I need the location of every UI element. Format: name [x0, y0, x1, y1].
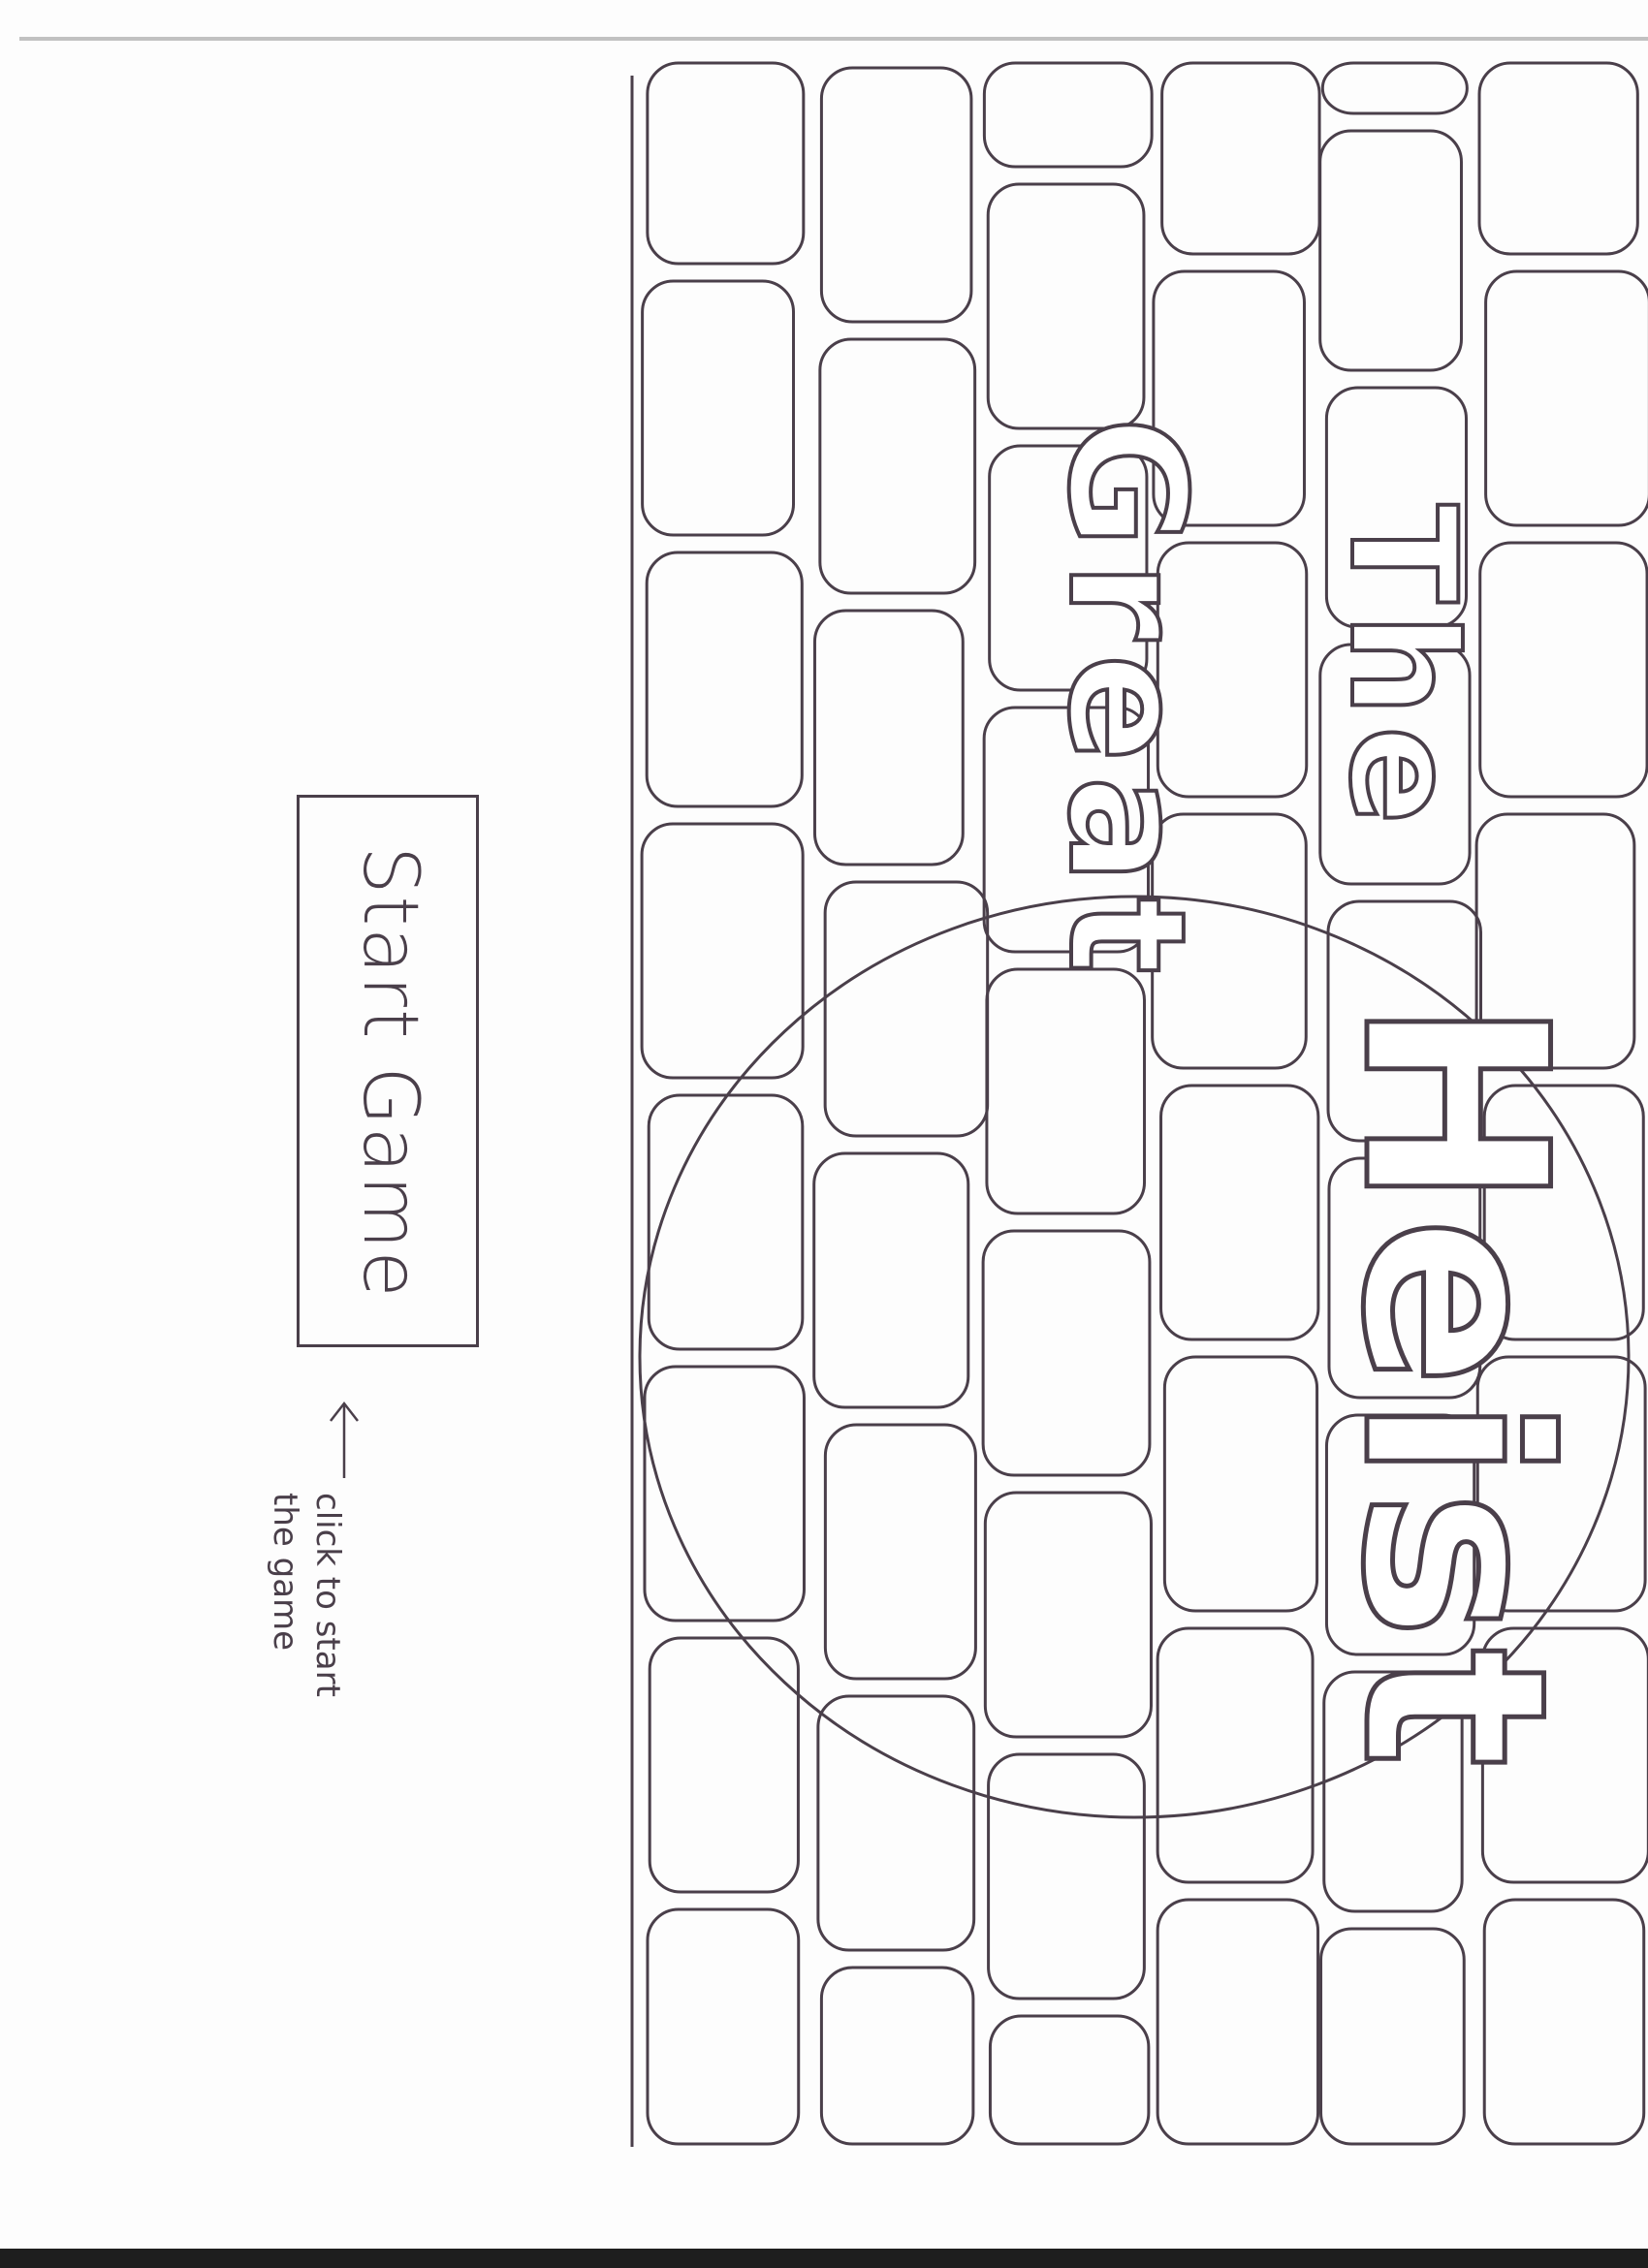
start-hint-text: click to start the game [264, 1493, 349, 1697]
title-line-heist: Heist [1307, 998, 1600, 1776]
start-game-label: Start Game [346, 846, 433, 1300]
title-line-great: Great [1033, 417, 1220, 988]
arrow-left-icon [325, 1396, 364, 1483]
start-game-button[interactable]: Start Game [297, 795, 479, 1347]
title-line-the: The [1317, 504, 1486, 835]
scan-border [0, 2249, 1648, 2268]
